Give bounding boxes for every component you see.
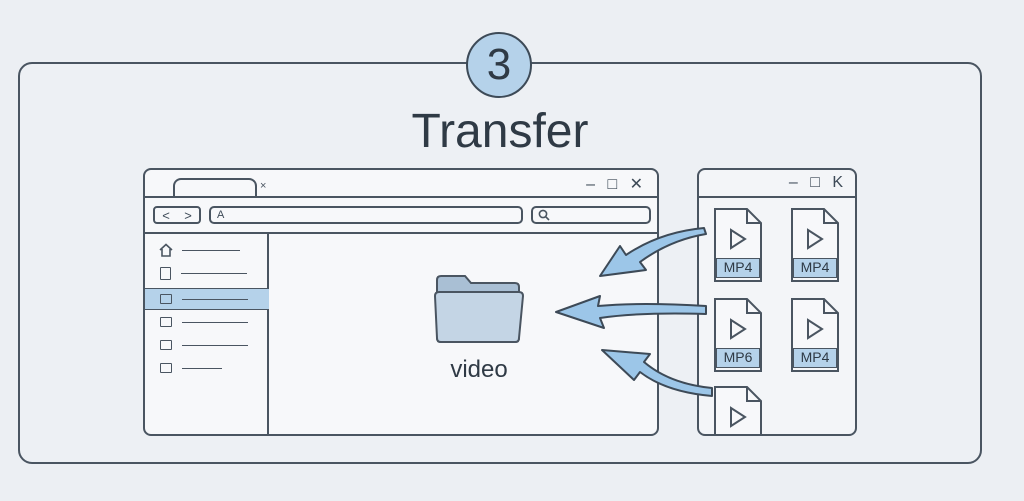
sidebar-item-folder-selected[interactable] [145,288,269,310]
folder-label: video [450,356,508,383]
search-icon [538,209,550,221]
play-icon [730,318,747,340]
video-file[interactable]: MP6 [711,296,765,374]
tab-close-icon[interactable]: × [260,180,267,192]
sidebar-item-line [182,344,248,346]
step-title: Transfer [411,105,589,158]
source-files-window: – □ K MP4 MP4 MP6 MP4 [697,168,857,436]
folder-icon [160,340,172,350]
file-type-label: MP4 [716,258,760,278]
sidebar-item-line [182,321,248,323]
folder-icon [433,275,525,343]
search-field[interactable] [531,206,651,224]
browser-tab[interactable] [173,178,257,198]
toolbar-divider [699,196,855,198]
folder-icon [160,317,172,327]
file-icon [160,266,171,280]
toolbar-divider [145,196,657,198]
sidebar-item-line [182,367,222,369]
video-file[interactable]: MP4 [788,296,842,374]
file-type-label: MP4 [793,348,837,368]
sidebar-item-home[interactable] [145,240,269,260]
step-number-badge: 3 [466,32,532,98]
folder-icon [160,363,172,373]
sidebar [145,234,269,434]
video-file[interactable]: MP4 [711,206,765,284]
video-folder[interactable] [431,272,531,351]
play-icon [807,228,824,250]
play-icon [730,228,747,250]
sidebar-item-line [182,298,248,300]
video-file[interactable] [711,384,765,434]
window-controls[interactable]: – □ K [788,174,847,191]
sidebar-item-folder[interactable] [145,358,269,378]
forward-button[interactable]: > [184,207,192,223]
content-divider [145,232,657,234]
sidebar-item-line [182,249,240,251]
nav-buttons[interactable]: < > [153,206,201,224]
folder-icon [160,294,172,304]
sidebar-item-file[interactable] [145,263,269,283]
window-controls[interactable]: – □ ✕ [586,176,647,193]
file-type-label: MP4 [793,258,837,278]
home-icon [159,243,173,257]
back-button[interactable]: < [162,207,170,223]
sidebar-item-folder[interactable] [145,312,269,332]
sidebar-item-folder[interactable] [145,335,269,355]
address-bar[interactable]: A [209,206,523,224]
file-browser-window: × – □ ✕ < > A [143,168,659,436]
play-icon [730,406,747,428]
play-icon [807,318,824,340]
arrow-top [599,227,707,277]
arrow-bottom [601,349,713,397]
file-type-label: MP6 [716,348,760,368]
sidebar-item-line [181,272,247,274]
file-icon [714,386,762,434]
arrow-middle [555,295,707,329]
video-file[interactable]: MP4 [788,206,842,284]
